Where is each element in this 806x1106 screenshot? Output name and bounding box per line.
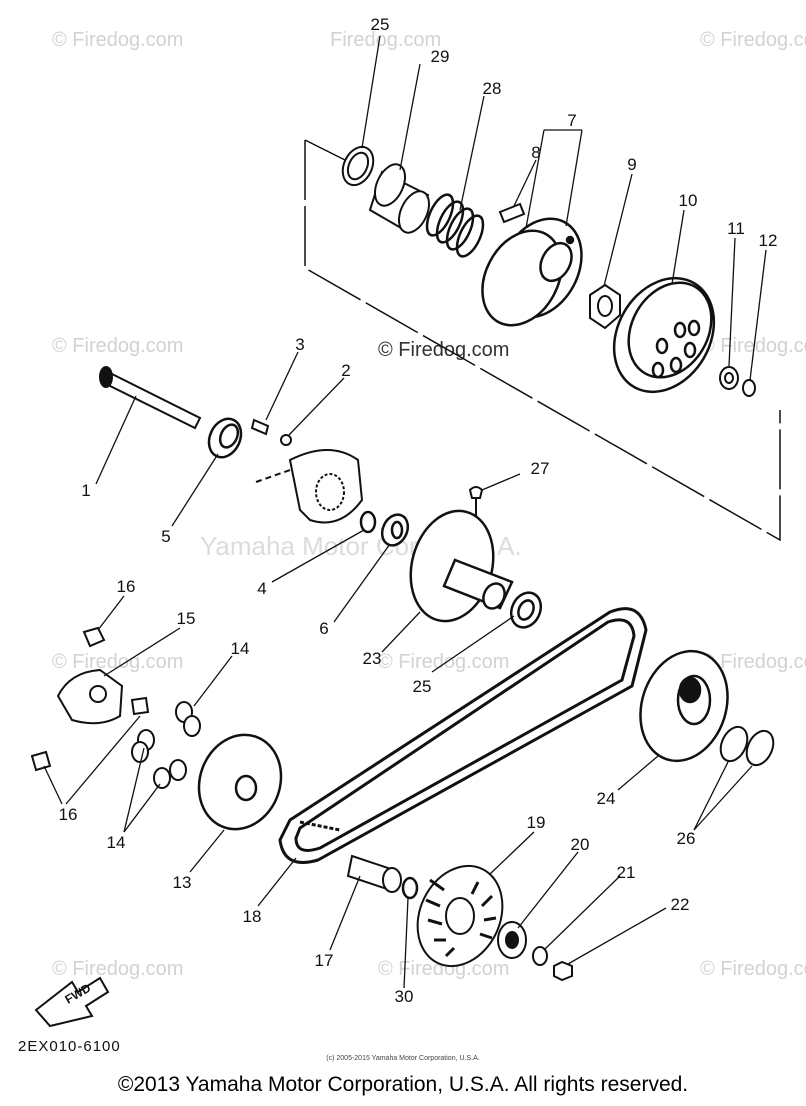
part-clutch-carrier xyxy=(481,217,583,327)
part-drive-plate xyxy=(497,921,527,959)
callout-12: 12 xyxy=(759,231,778,250)
callout-22: 22 xyxy=(671,895,690,914)
part-pin xyxy=(498,202,526,224)
callout-14-bottom: 14 xyxy=(107,833,126,852)
watermark-top-left: © Firedog.com xyxy=(52,29,183,51)
callout-3: 3 xyxy=(295,335,304,354)
watermark-lower-right: © Firedog.com xyxy=(700,651,806,673)
part-washer-30 xyxy=(401,876,419,900)
callout-13: 13 xyxy=(173,873,192,892)
callout-26: 26 xyxy=(677,829,696,848)
watermark-bottom-center: © Firedog.com xyxy=(378,958,509,980)
part-cover-plate xyxy=(255,449,364,524)
callout-4: 4 xyxy=(257,579,266,598)
part-bearing-6 xyxy=(359,510,410,547)
callout-25-top: 25 xyxy=(371,15,390,34)
part-collar xyxy=(368,163,431,234)
callout-17: 17 xyxy=(315,951,334,970)
part-washers-26 xyxy=(719,725,775,767)
watermark-mid-center: © Firedog.com xyxy=(378,339,509,361)
drawing-code: 2EX010-6100 xyxy=(18,1038,121,1055)
callout-18: 18 xyxy=(243,907,262,926)
watermark-bottom-right: © Firedog.com xyxy=(700,958,806,980)
callout-25-lower: 25 xyxy=(413,677,432,696)
part-drive-shaft xyxy=(99,366,202,430)
callout-11: 11 xyxy=(727,219,745,238)
part-movable-sheave xyxy=(197,733,283,831)
callout-16-top: 16 xyxy=(117,577,136,596)
part-washer-12 xyxy=(742,379,756,397)
callout-21: 21 xyxy=(617,863,636,882)
callout-29: 29 xyxy=(431,47,450,66)
watermark-lower-left: © Firedog.com xyxy=(52,651,183,673)
callout-23: 23 xyxy=(363,649,382,668)
watermark-lower-center: © Firedog.com xyxy=(378,651,509,673)
part-rollers xyxy=(131,701,201,789)
fwd-arrow-icon: FWD xyxy=(34,976,110,1028)
callout-6: 6 xyxy=(319,619,328,638)
callout-9: 9 xyxy=(627,155,636,174)
part-nut-22 xyxy=(553,960,573,982)
part-washer-21 xyxy=(532,946,548,966)
part-slider-16-left xyxy=(30,750,52,772)
clutch-assembly-outline xyxy=(304,139,781,542)
callout-10: 10 xyxy=(679,191,698,210)
part-bolt xyxy=(250,418,270,436)
callout-5: 5 xyxy=(161,527,170,546)
callout-24: 24 xyxy=(597,789,616,808)
callouts: 25 29 28 7 8 9 10 11 12 3 2 1 5 4 27 6 2… xyxy=(59,15,778,1006)
part-oil-seal-lower xyxy=(509,591,543,629)
small-copyright: (c) 2005-2015 Yamaha Motor Corporation, … xyxy=(326,1055,480,1062)
part-clutch-housing xyxy=(612,276,716,394)
part-slider-16-right xyxy=(130,696,150,716)
part-cam-plate xyxy=(56,668,124,725)
part-washer-2 xyxy=(280,434,292,446)
part-fixed-sheave xyxy=(409,509,514,623)
callout-20: 20 xyxy=(571,835,590,854)
part-cooling-fan xyxy=(416,864,504,968)
callout-28: 28 xyxy=(483,79,502,98)
part-oil-seal-top xyxy=(341,145,375,187)
callout-8: 8 xyxy=(531,143,540,162)
callout-30: 30 xyxy=(395,987,414,1006)
part-v-belt xyxy=(278,607,648,864)
watermark-top-right: © Firedog.com xyxy=(700,29,806,51)
part-slider-16-top xyxy=(82,626,106,648)
part-compression-spring xyxy=(425,193,485,258)
callout-19: 19 xyxy=(527,813,546,832)
part-clutch-nut xyxy=(589,283,621,330)
part-nut-11 xyxy=(719,366,739,390)
part-collar-17 xyxy=(346,854,402,893)
callout-27: 27 xyxy=(531,459,550,478)
callout-16-bottom: 16 xyxy=(59,805,78,824)
callout-1: 1 xyxy=(81,481,90,500)
callout-14-top: 14 xyxy=(231,639,250,658)
part-secondary-sheave xyxy=(639,649,729,763)
copyright-notice: ©2013 Yamaha Motor Corporation, U.S.A. A… xyxy=(117,1073,689,1096)
watermark-top-center: Firedog.com xyxy=(330,29,441,51)
part-bearing xyxy=(207,417,243,459)
watermark-mid-right: © Firedog.com xyxy=(700,335,806,357)
callout-15: 15 xyxy=(177,609,196,628)
watermark-mid-left: © Firedog.com xyxy=(52,335,183,357)
callout-7: 7 xyxy=(567,111,576,130)
watermark-bottom-left: © Firedog.com xyxy=(52,958,183,980)
callout-2: 2 xyxy=(341,361,350,380)
leader-lines xyxy=(43,35,767,989)
